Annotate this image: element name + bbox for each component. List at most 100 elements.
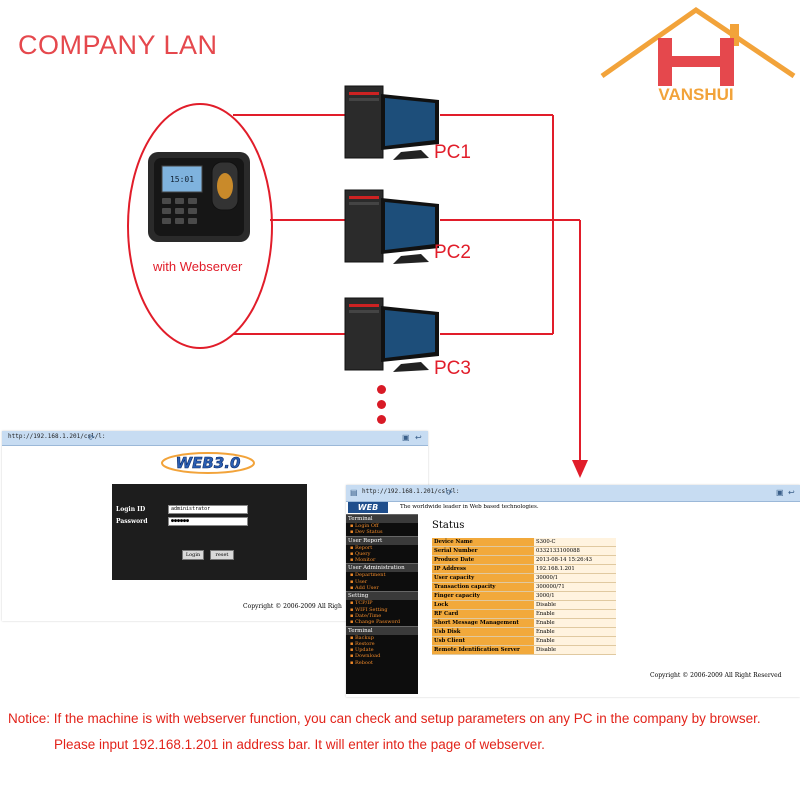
status-url-text[interactable]: http://192.168.1.201/csl/l:	[362, 488, 460, 495]
status-title: Status	[432, 520, 465, 531]
device-ellipse	[127, 103, 273, 349]
sidebar-section-header: User Administration	[346, 563, 418, 573]
sidebar-item[interactable]: Date/Time	[346, 613, 418, 619]
back-icon[interactable]: ↩	[415, 433, 422, 442]
status-value: Disable	[534, 600, 616, 610]
status-key: RF Card	[432, 609, 534, 619]
status-key: Transaction capacity	[432, 582, 534, 592]
login-id-input[interactable]: administrator	[168, 505, 248, 514]
status-key: IP Address	[432, 564, 534, 574]
status-address-bar: http://192.168.1.201/csl/l: ▤ ⟳ ▣ ↩	[346, 485, 800, 502]
status-key: Serial Number	[432, 546, 534, 556]
sidebar-item[interactable]: Report	[346, 545, 418, 551]
page-icon: ▤	[350, 488, 358, 497]
login-button[interactable]: Login	[182, 550, 204, 560]
arrow-head	[572, 460, 588, 478]
refresh-icon[interactable]: ⟳	[88, 433, 95, 442]
login-copyright: Copyright © 2006-2009 All Righ	[243, 603, 342, 610]
login-panel: Login ID Password administrator ●●●●●● L…	[112, 484, 307, 580]
fingerprint-terminal: 15:01	[148, 152, 250, 242]
web3-logo: WEB3.0	[161, 452, 255, 474]
window-icon[interactable]: ▣	[402, 433, 410, 442]
sidebar-item[interactable]: Reboot	[346, 660, 418, 666]
status-key: User capacity	[432, 573, 534, 583]
status-key: Short Message Management	[432, 618, 534, 628]
pc2-label: PC2	[434, 242, 471, 263]
sidebar-section-header: Setting	[346, 591, 418, 601]
more-dot	[377, 400, 386, 409]
sidebar-item[interactable]: User	[346, 579, 418, 585]
sidebar-item[interactable]: Restore	[346, 641, 418, 647]
web3-logo-text: WEB3.0	[176, 454, 241, 472]
refresh-icon[interactable]: ⟳	[446, 488, 453, 497]
status-value: 2013-08-14 15:26:43	[534, 555, 616, 565]
sidebar-item[interactable]: Backup	[346, 635, 418, 641]
status-key: Lock	[432, 600, 534, 610]
status-key: Usb Disk	[432, 627, 534, 637]
notice-line-2: Please input 192.168.1.201 in address ba…	[54, 737, 545, 752]
logo-text: VANSHUI	[658, 85, 733, 104]
status-value: 192.168.1.201	[534, 564, 616, 574]
pc3-label: PC3	[434, 358, 471, 379]
status-key: Remote Identification Server	[432, 645, 534, 655]
status-value: Enable	[534, 618, 616, 628]
more-dot	[377, 385, 386, 394]
status-value: S300-C	[534, 538, 616, 547]
sidebar-item[interactable]: Download	[346, 653, 418, 659]
sidebar-item[interactable]: Department	[346, 572, 418, 578]
logo-chimney	[730, 24, 739, 46]
login-id-label: Login ID	[116, 506, 146, 513]
reset-button[interactable]: reset	[210, 550, 234, 560]
status-value: Enable	[534, 627, 616, 637]
status-value: Enable	[534, 636, 616, 646]
window-icon[interactable]: ▣	[776, 488, 784, 497]
more-dot	[377, 415, 386, 424]
page-title: COMPANY LAN	[18, 30, 218, 60]
device-screen-text: 15:01	[170, 175, 194, 184]
login-address-bar: http://192.168.1.201/csl/l: ⟳ ▣ ↩	[2, 431, 428, 446]
device-keypad	[162, 198, 197, 224]
device-screen	[161, 165, 203, 193]
status-value: 30000/1	[534, 573, 616, 583]
status-value: 300000/71	[534, 582, 616, 592]
status-value: 0332133100088	[534, 546, 616, 556]
password-input[interactable]: ●●●●●●	[168, 517, 248, 526]
sidebar-item[interactable]: Login Off	[346, 523, 418, 529]
pc3-computer-icon	[344, 297, 439, 372]
login-url-text[interactable]: http://192.168.1.201/csl/l:	[8, 433, 106, 440]
back-icon[interactable]: ↩	[788, 488, 795, 497]
sidebar-item[interactable]: Dev Status	[346, 529, 418, 535]
status-key: Usb Client	[432, 636, 534, 646]
sidebar-section-header: Terminal	[346, 625, 418, 635]
status-key: Device Name	[432, 538, 534, 547]
status-value: Enable	[534, 609, 616, 619]
sidebar-item[interactable]: WIFI Setting	[346, 607, 418, 613]
sidebar-section-header: User Report	[346, 535, 418, 545]
status-copyright: Copyright © 2006-2009 All Right Reserved	[650, 672, 782, 679]
status-value: 3000/1	[534, 591, 616, 601]
sidebar-item[interactable]: Change Password	[346, 619, 418, 625]
vanshui-logo: VANSHUI	[600, 6, 796, 104]
sidebar-item[interactable]: TCP/IP	[346, 600, 418, 606]
sidebar-item[interactable]: Update	[346, 647, 418, 653]
device-label: with Webserver	[153, 259, 243, 274]
pc2-computer-icon	[344, 189, 439, 264]
sidebar-item[interactable]: Query	[346, 551, 418, 557]
sidebar-item[interactable]: Monitor	[346, 557, 418, 563]
sidebar-item[interactable]: Add User	[346, 585, 418, 591]
status-key: Finger capacity	[432, 591, 534, 601]
status-key: Produce Date	[432, 555, 534, 565]
